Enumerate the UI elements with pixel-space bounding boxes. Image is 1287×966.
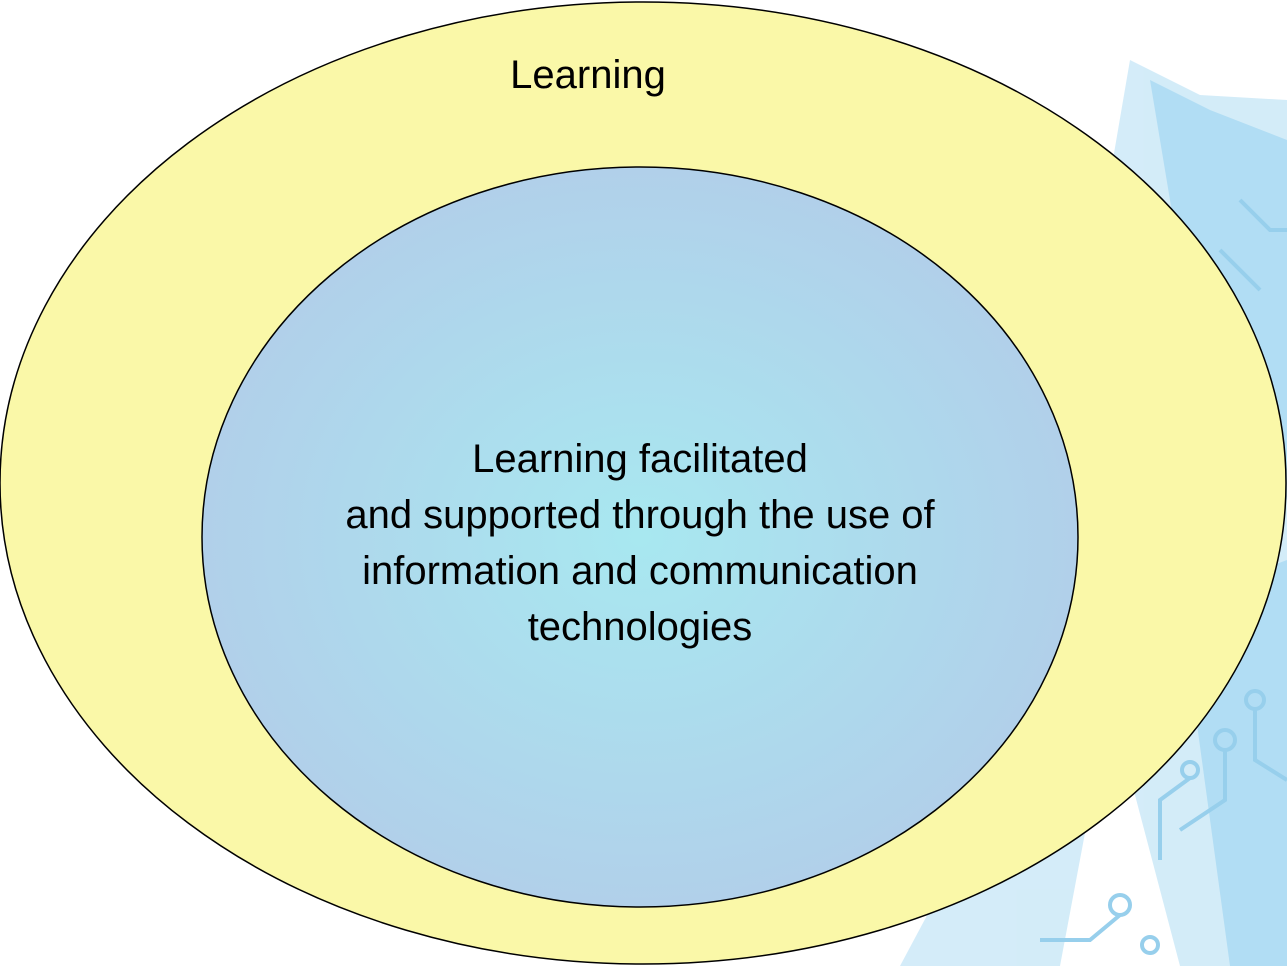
inner-ellipse-ict-learning — [201, 166, 1079, 908]
inner-label-line-2: and supported through the use of — [345, 493, 935, 537]
outer-label: Learning — [510, 53, 666, 97]
inner-label-line-3: information and communication — [362, 549, 918, 593]
inner-label-line-1: Learning facilitated — [472, 437, 808, 481]
inner-label-line-4: technologies — [528, 605, 753, 649]
